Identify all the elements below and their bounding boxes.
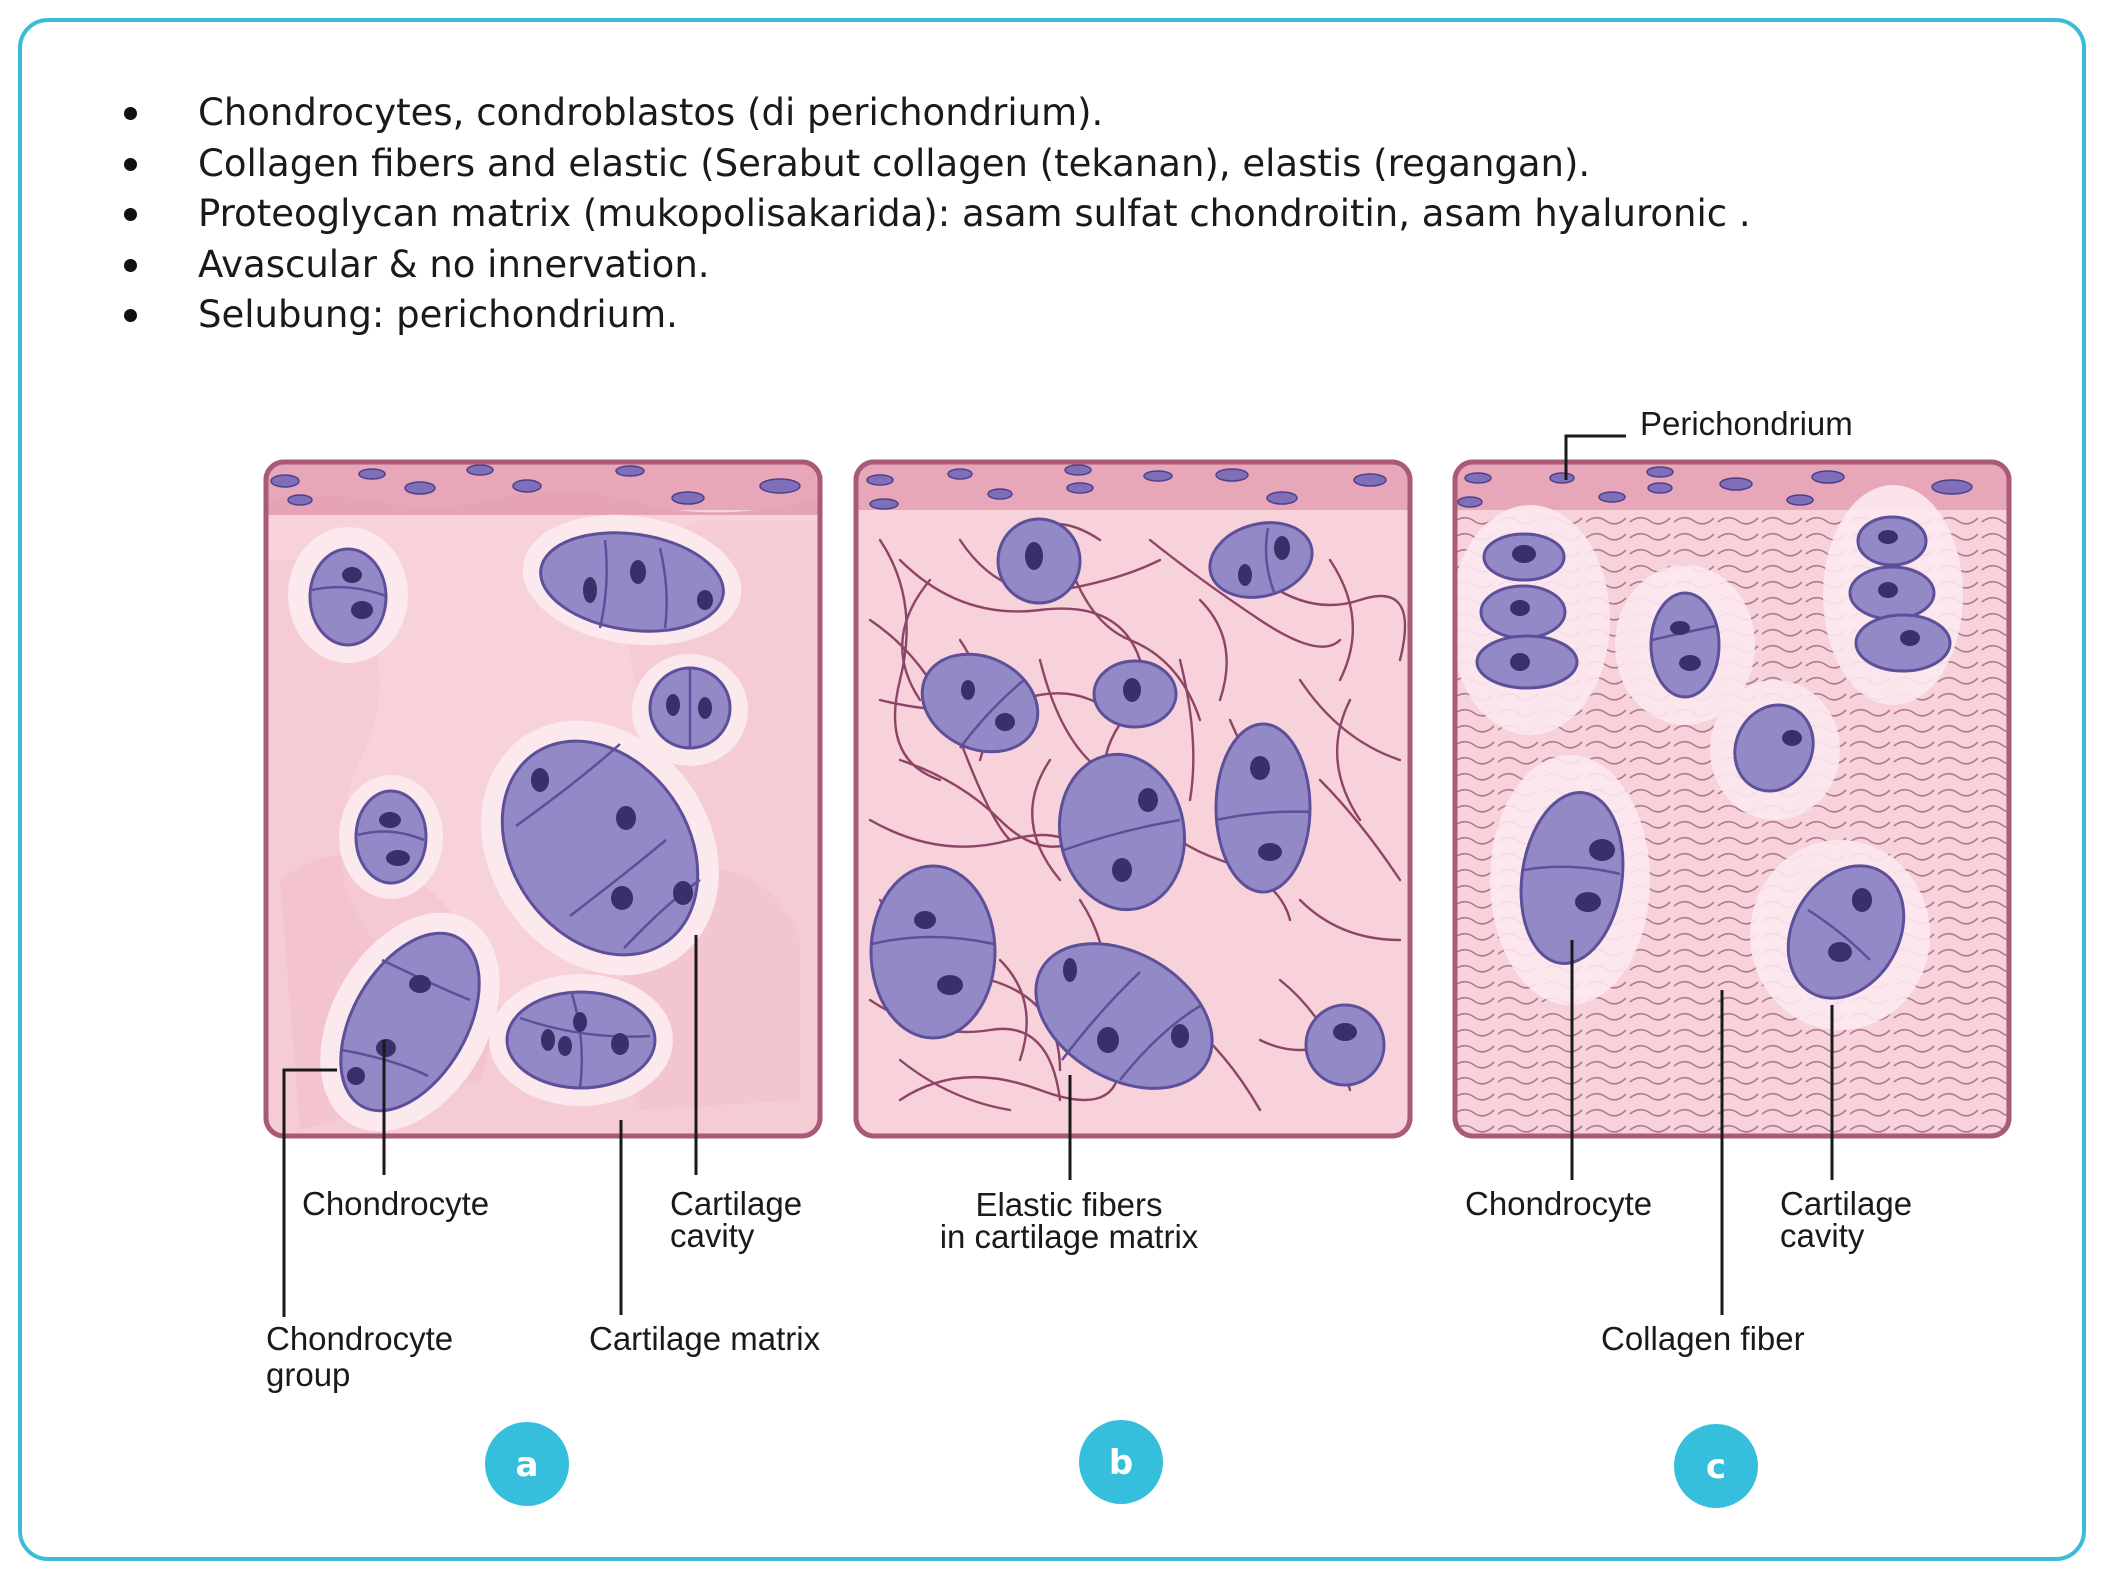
bullet-dot: [124, 107, 137, 120]
label-elastic-fibers-line2: in cartilage matrix: [940, 1218, 1199, 1255]
svg-text:a: a: [516, 1445, 539, 1485]
label-chondrocyte-c: Chondrocyte: [1465, 1185, 1652, 1222]
labels: Chondrocyte Cartilage cavity Chondrocyte…: [266, 405, 1912, 1393]
label-cartilage-cavity-a: Cartilage: [670, 1185, 802, 1222]
panel-c-fibrocartilage: [1452, 459, 2012, 1139]
chondrocyte-cells: [1475, 515, 1952, 1000]
nuclei: [342, 560, 713, 1085]
nuclei: [1510, 530, 1920, 962]
bullet-item: Collagen fibers and elastic (Serabut col…: [118, 139, 1751, 190]
label-perichondrium: Perichondrium: [1640, 405, 1853, 442]
panel-a-hyaline: [263, 459, 823, 1139]
perichondrium-layer: [856, 462, 1410, 510]
svg-text:b: b: [1109, 1443, 1133, 1483]
panel-b-elastic: [853, 459, 1413, 1139]
perichondrium-cells: [1457, 466, 1973, 508]
leader-lines: [282, 434, 1834, 1317]
label-collagen-fiber: Collagen fiber: [1601, 1320, 1805, 1357]
label-cartilage-cavity-a-line2: cavity: [670, 1217, 755, 1254]
badge-a: a: [485, 1422, 569, 1506]
bullet-dot: [124, 309, 137, 322]
bullet-item: Selubung: perichondrium.: [118, 290, 1751, 341]
perichondrium-cells: [866, 464, 1387, 510]
label-cartilage-cavity-c-line2: cavity: [1780, 1217, 1865, 1254]
label-elastic-fibers: Elastic fibers: [975, 1186, 1162, 1223]
bullet-item: Chondrocytes, condroblastos (di perichon…: [118, 88, 1751, 139]
perichondrium-cells: [270, 464, 801, 506]
bullet-dot: [124, 208, 137, 221]
nuclei: [914, 536, 1357, 1053]
bullet-item: Avascular & no innervation.: [118, 240, 1751, 291]
badge-b: b: [1079, 1420, 1163, 1504]
bullet-item: Proteoglycan matrix (mukopolisakarida): …: [118, 189, 1751, 240]
svg-text:c: c: [1706, 1447, 1726, 1487]
label-cartilage-cavity-c: Cartilage: [1780, 1185, 1912, 1222]
bullet-dot: [124, 157, 137, 171]
badge-c: c: [1674, 1424, 1758, 1508]
label-chondrocyte-a: Chondrocyte: [302, 1185, 489, 1222]
label-chondrocyte-group-line2: group: [266, 1356, 350, 1393]
bullet-dot: [124, 258, 137, 272]
chondrocyte-cells: [869, 517, 1386, 1090]
label-chondrocyte-group: Chondrocyte: [266, 1320, 453, 1357]
label-cartilage-matrix: Cartilage matrix: [589, 1320, 821, 1357]
bullet-list: Chondrocytes, condroblastos (di perichon…: [118, 88, 1751, 341]
